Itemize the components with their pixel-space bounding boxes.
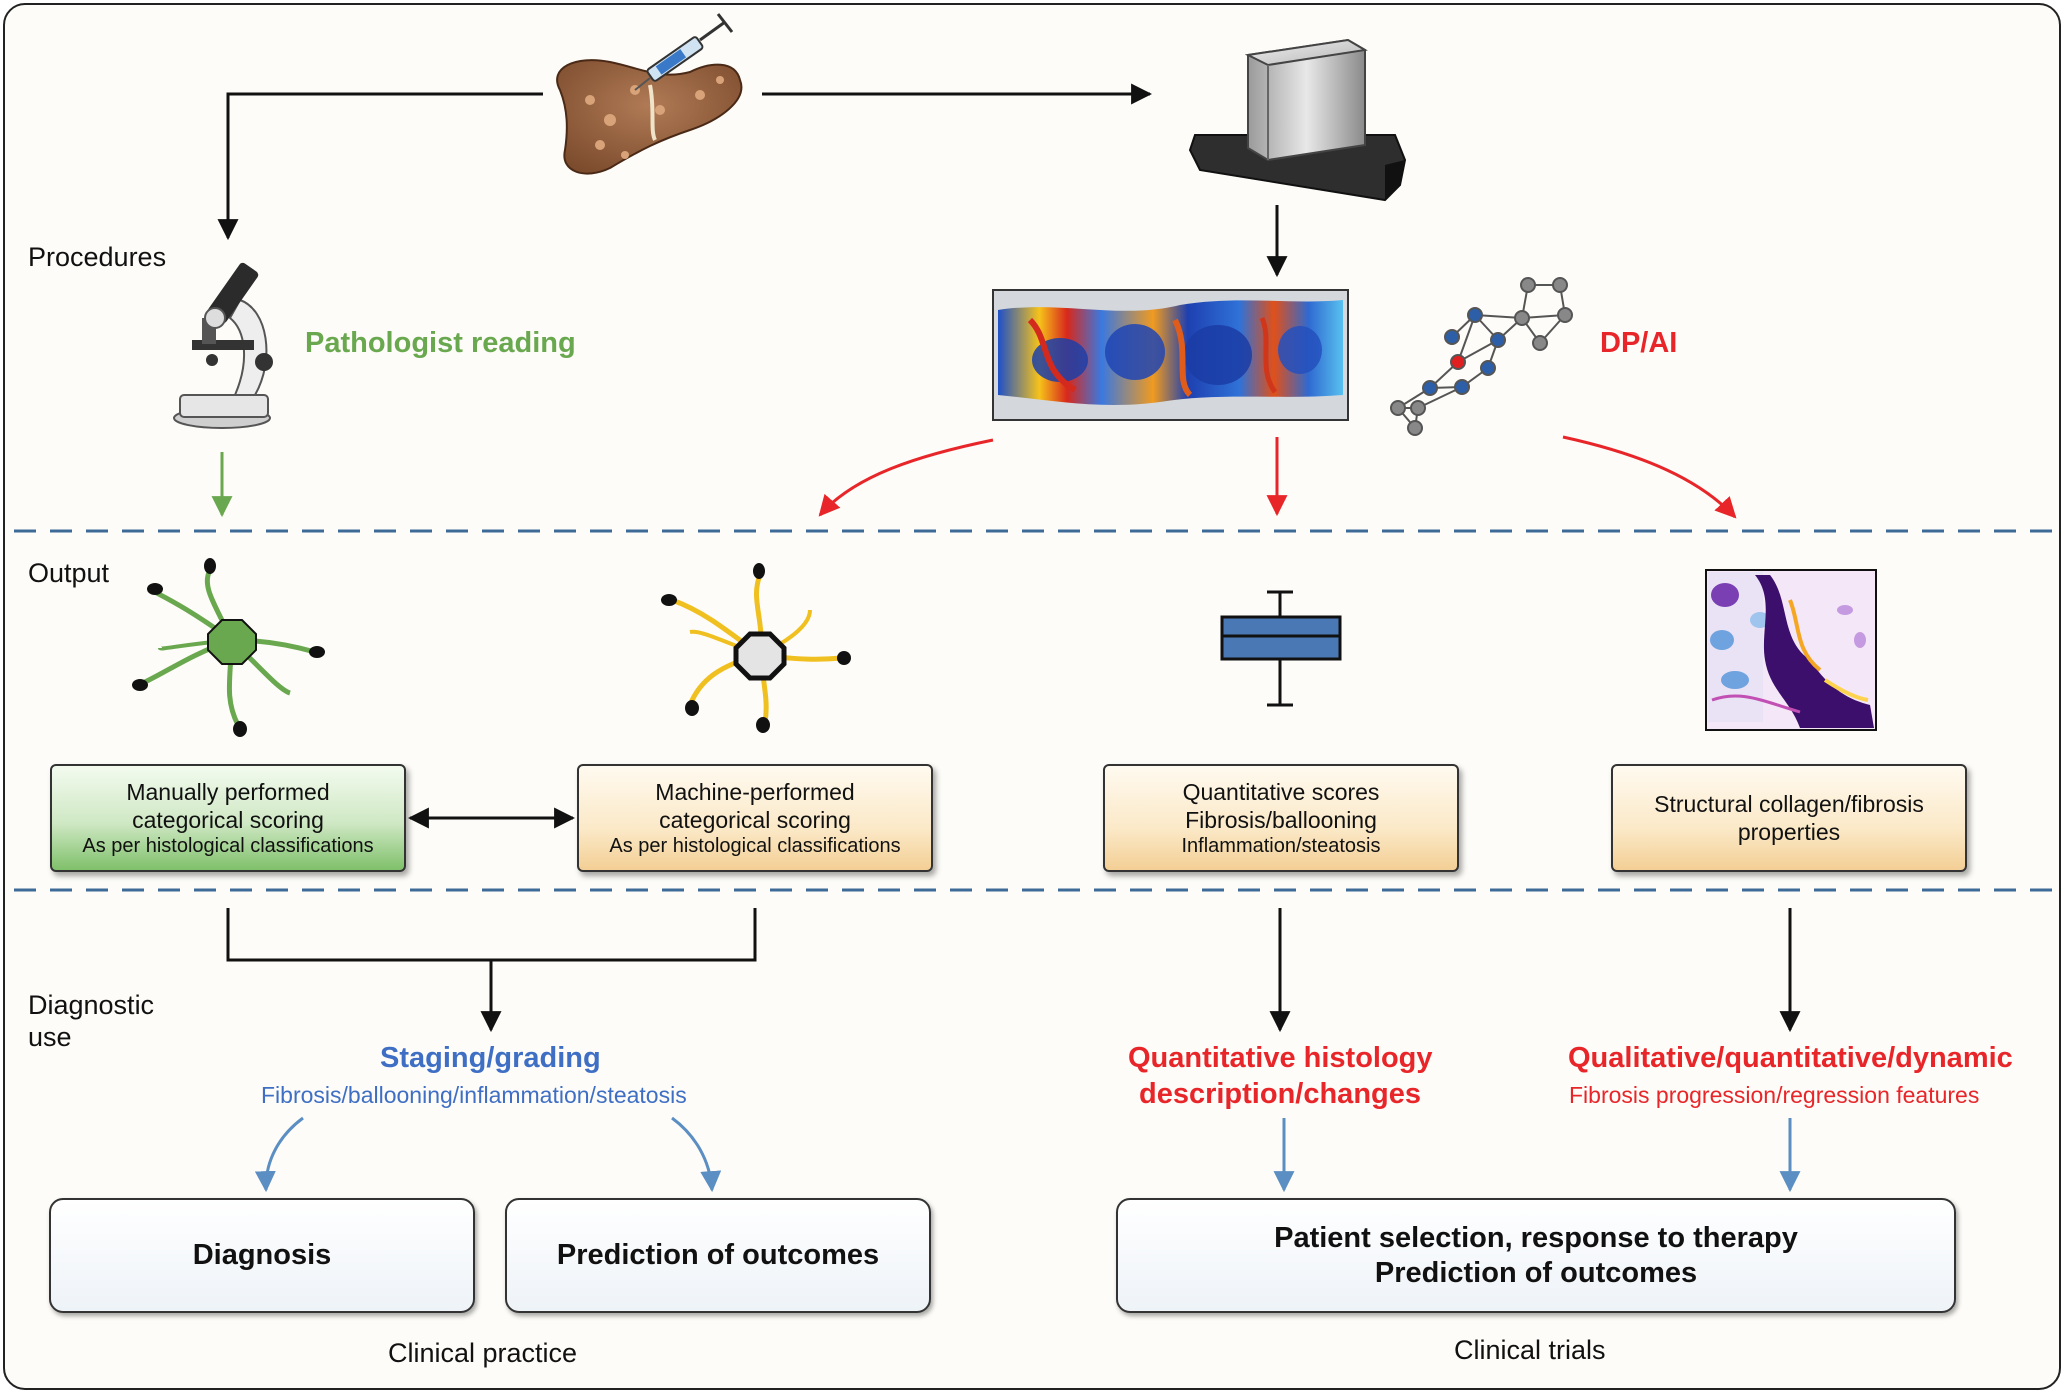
section-label-diagnostic: Diagnostic [28, 990, 155, 1020]
network-graph-icon [1390, 277, 1573, 436]
manual-scoring-line3: As per histological classifications [82, 834, 374, 857]
heatmap-image [992, 289, 1349, 421]
diagnosis-box: Diagnosis [49, 1198, 475, 1313]
qualitative-title: Qualitative/quantitative/dynamic [1568, 1042, 2013, 1074]
yellow-cell-icon [661, 563, 851, 733]
qualitative-subtitle: Fibrosis progression/regression features [1569, 1082, 1980, 1108]
clinical-practice-label: Clinical practice [388, 1338, 578, 1368]
dp-ai-label: DP/AI [1600, 327, 1678, 359]
section-label-output: Output [28, 558, 110, 588]
arrow-staging-to-prediction [671, 1116, 722, 1193]
arrow-staging-to-diagnosis [254, 1116, 304, 1193]
structural-collagen-line1: Structural collagen/fibrosis [1654, 790, 1924, 817]
machine-scoring-box: Machine-performed categorical scoring As… [577, 764, 933, 872]
structural-collagen-box: Structural collagen/fibrosis properties [1611, 764, 1967, 872]
liver-icon [556, 59, 743, 175]
slide-scanner-icon [1188, 38, 1407, 202]
microscope-icon [173, 262, 273, 429]
diagnosis-label: Diagnosis [192, 1239, 332, 1272]
trials-label-line1: Patient selection, response to therapy [1274, 1221, 1798, 1254]
arrow-dpai-to-machine [818, 438, 994, 517]
quantitative-scores-line2: Fibrosis/ballooning [1185, 806, 1377, 833]
section-label-procedures: Procedures [28, 242, 167, 272]
manual-scoring-line2: categorical scoring [132, 806, 324, 833]
bracket-categorical [226, 908, 757, 962]
quantitative-scores-box: Quantitative scores Fibrosis/ballooning … [1103, 764, 1459, 872]
clinical-trials-box: Patient selection, response to therapy P… [1116, 1198, 1956, 1313]
manual-scoring-line1: Manually performed [126, 778, 330, 805]
machine-scoring-line1: Machine-performed [655, 778, 855, 805]
quantitative-scores-line3: Inflammation/steatosis [1181, 834, 1381, 857]
staging-grading-title: Staging/grading [380, 1042, 601, 1074]
arrow-dpai-to-structural [1562, 435, 1737, 519]
prediction-label: Prediction of outcomes [556, 1239, 880, 1272]
quantitative-scores-line1: Quantitative scores [1182, 778, 1380, 805]
quant-histology-title-line2: description/changes [1138, 1078, 1421, 1110]
syringe-icon [634, 13, 734, 91]
machine-scoring-line2: categorical scoring [659, 806, 851, 833]
machine-scoring-line3: As per histological classifications [609, 834, 901, 857]
staging-grading-subtitle: Fibrosis/ballooning/inflammation/steatos… [261, 1082, 687, 1108]
trials-label-line2: Prediction of outcomes [1374, 1256, 1698, 1289]
structural-collagen-line2: properties [1737, 819, 1841, 845]
green-cell-icon [132, 558, 325, 737]
clinical-trials-label: Clinical trials [1454, 1335, 1606, 1365]
section-label-use: use [28, 1022, 72, 1052]
prediction-box: Prediction of outcomes [505, 1198, 931, 1313]
pathologist-reading-label: Pathologist reading [305, 327, 576, 359]
quant-histology-title-line1: Quantitative histology [1128, 1042, 1433, 1074]
manual-scoring-box: Manually performed categorical scoring A… [50, 764, 406, 872]
collagen-image [1705, 569, 1877, 731]
boxplot-icon [1220, 590, 1342, 707]
arrow-liver-to-microscope [217, 92, 543, 241]
